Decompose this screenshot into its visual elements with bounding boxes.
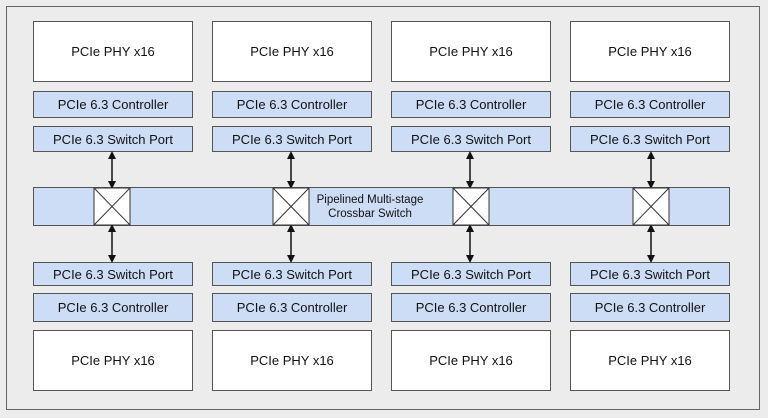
bottom-controller-block: PCIe 6.3 Controller (212, 293, 372, 322)
crossbar-switch (33, 187, 730, 226)
bottom-controller-block: PCIe 6.3 Controller (391, 293, 551, 322)
top-column-4: PCIe PHY x16 PCIe 6.3 Controller PCIe 6.… (570, 0, 730, 418)
top-controller-block: PCIe 6.3 Controller (33, 91, 193, 118)
crossbar-label-line2: Crossbar Switch (328, 208, 412, 220)
bottom-switch-port-block: PCIe 6.3 Switch Port (33, 262, 193, 286)
bottom-switch-port-block: PCIe 6.3 Switch Port (212, 262, 372, 286)
bottom-controller-block: PCIe 6.3 Controller (570, 293, 730, 322)
top-column-2: PCIe PHY x16 PCIe 6.3 Controller PCIe 6.… (212, 0, 372, 418)
top-column-1: PCIe PHY x16 PCIe 6.3 Controller PCIe 6.… (33, 0, 193, 418)
top-phy-block: PCIe PHY x16 (391, 21, 551, 82)
top-switch-port-block: PCIe 6.3 Switch Port (212, 126, 372, 152)
top-phy-block: PCIe PHY x16 (570, 21, 730, 82)
crosspoint-icon-4 (632, 187, 670, 226)
crossbar-label-line1: Pipelined Multi-stage (316, 194, 424, 206)
crosspoint-icon-3 (452, 187, 490, 226)
top-phy-block: PCIe PHY x16 (33, 21, 193, 82)
bottom-phy-block: PCIe PHY x16 (33, 330, 193, 391)
bottom-column-1: PCIe 6.3 Switch Port PCIe 6.3 Controller… (33, 0, 193, 418)
top-controller-block: PCIe 6.3 Controller (391, 91, 551, 118)
bottom-switch-port-block: PCIe 6.3 Switch Port (570, 262, 730, 286)
bottom-controller-block: PCIe 6.3 Controller (33, 293, 193, 322)
top-controller-block: PCIe 6.3 Controller (212, 91, 372, 118)
bottom-phy-block: PCIe PHY x16 (391, 330, 551, 391)
crossbar-label: Pipelined Multi-stage Crossbar Switch (310, 193, 430, 221)
crosspoint-icon-2 (272, 187, 310, 226)
bottom-column-2: PCIe 6.3 Switch Port PCIe 6.3 Controller… (212, 0, 372, 418)
bottom-phy-block: PCIe PHY x16 (212, 330, 372, 391)
bottom-phy-block: PCIe PHY x16 (570, 330, 730, 391)
top-switch-port-block: PCIe 6.3 Switch Port (570, 126, 730, 152)
top-phy-block: PCIe PHY x16 (212, 21, 372, 82)
top-controller-block: PCIe 6.3 Controller (570, 91, 730, 118)
crosspoint-icon-1 (93, 187, 131, 226)
top-column-3: PCIe PHY x16 PCIe 6.3 Controller PCIe 6.… (391, 0, 551, 418)
bottom-column-4: PCIe 6.3 Switch Port PCIe 6.3 Controller… (570, 0, 730, 418)
